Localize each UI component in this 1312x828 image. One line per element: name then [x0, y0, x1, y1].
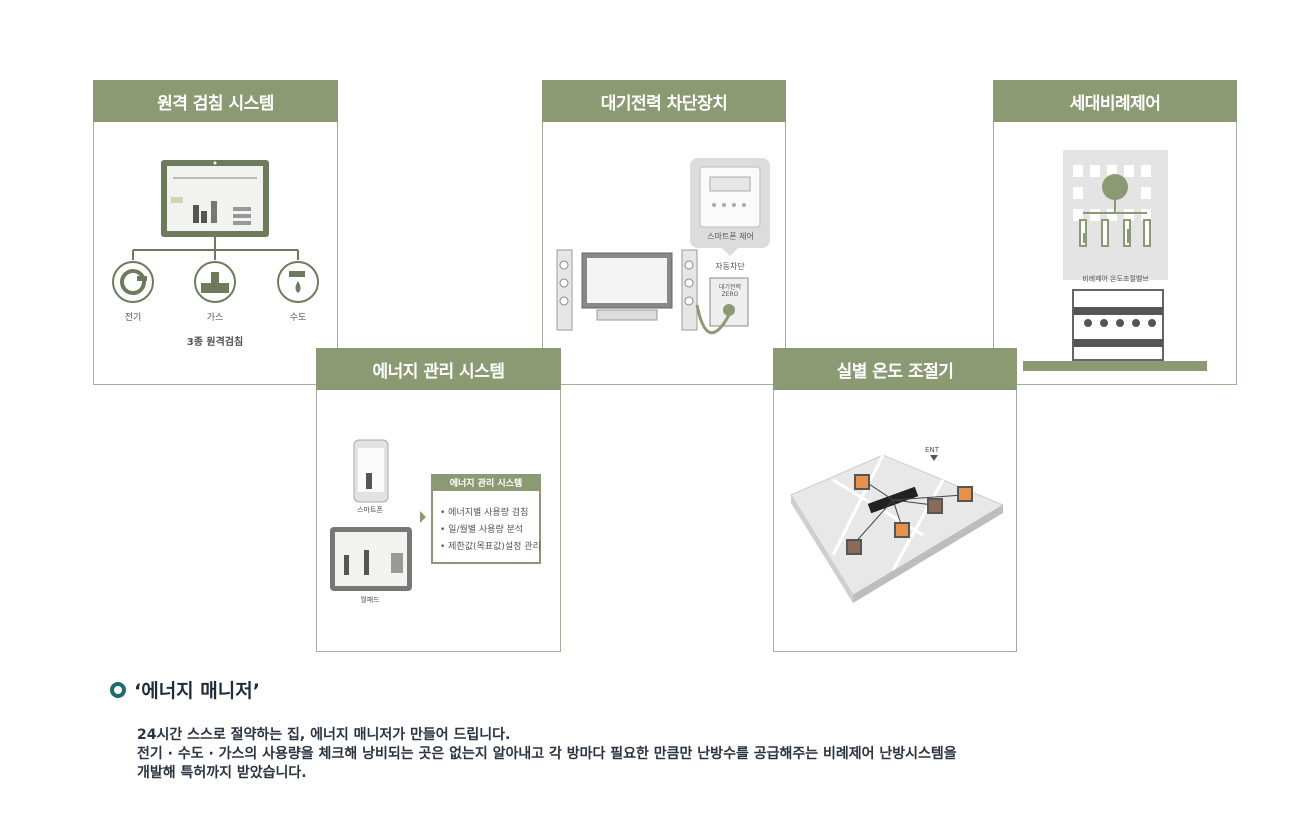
water-label: 수도 — [289, 313, 307, 323]
standby-power-illustration — [556, 158, 770, 335]
smartphone-control-label: 스마트폰 제어 — [707, 232, 754, 241]
ring-icon — [110, 681, 126, 698]
water-icon — [277, 261, 319, 303]
smartphone-label: 스마트폰 — [357, 506, 383, 514]
section-title-text: ‘에너지 매니저’ — [134, 680, 260, 702]
energy-box-title: 에너지 관리 시스템 — [449, 479, 523, 489]
room-temp-illustration — [790, 454, 1005, 603]
auto-cutoff-label: 자동차단 — [715, 262, 745, 271]
energy-box-item-3: • 제한값(목표값)설정 관리 — [440, 542, 541, 552]
proportional-title: 세대비례제어 — [993, 80, 1237, 122]
remote-meter-caption: 3종 원격검침 — [186, 337, 244, 348]
electric-label: 전기 — [124, 313, 142, 323]
desc-line-3: 개발해 특허까지 받았습니다. — [137, 765, 307, 781]
room-temp-title: 실별 온도 조절기 — [773, 348, 1017, 390]
gas-label: 가스 — [206, 313, 224, 323]
section-title: ‘에너지 매니저’ — [110, 676, 260, 703]
energy-box-item-1: • 에너지별 사용량 검침 — [440, 508, 529, 518]
gas-icon — [194, 261, 236, 303]
standby-power-title: 대기전력 차단장치 — [542, 80, 786, 122]
ent-label: ENT — [925, 446, 939, 454]
wallpad-label: 월패드 — [360, 596, 380, 604]
electric-icon — [112, 261, 154, 303]
desc-line-1: 24시간 스스로 절약하는 집, 에너지 매니저가 만들어 드립니다. — [137, 727, 511, 743]
energy-mgmt-illustration — [330, 439, 541, 591]
remote-meter-illustration — [112, 160, 319, 303]
valve-label: 비례제어 온도조절밸브 — [1082, 275, 1149, 283]
standby-zero-label: 대기전력 ZERO — [718, 284, 742, 298]
proportional-illustration — [1023, 150, 1207, 371]
energy-box-item-2: • 일/월별 사용량 분석 — [440, 525, 524, 535]
desc-line-2: 전기 · 수도 · 가스의 사용량을 체크해 낭비되는 곳은 없는지 알아내고 … — [137, 746, 957, 762]
section-description: 24시간 스스로 절약하는 집, 에너지 매니저가 만들어 드립니다. 전기 ·… — [137, 726, 957, 783]
remote-meter-title: 원격 검침 시스템 — [93, 80, 338, 122]
energy-mgmt-title: 에너지 관리 시스템 — [316, 348, 561, 390]
